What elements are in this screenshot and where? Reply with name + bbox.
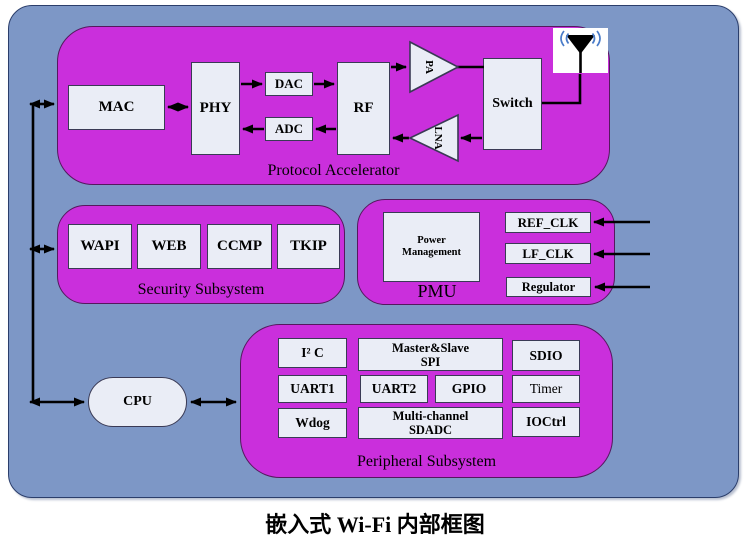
antenna-wave-right-outer xyxy=(596,30,601,47)
sdio-box: SDIO xyxy=(512,340,580,371)
antenna-wave-right-inner xyxy=(591,32,596,45)
sdadc-box: Multi-channel SDADC xyxy=(358,407,503,439)
timer-box: Timer xyxy=(512,375,580,403)
regulator-box: Regulator xyxy=(506,277,591,297)
ccmp-box: CCMP xyxy=(207,224,272,269)
ref-clk-box: REF_CLK xyxy=(505,212,591,233)
switch-box: Switch xyxy=(483,58,542,150)
gpio-box: GPIO xyxy=(435,375,503,403)
web-box: WEB xyxy=(137,224,201,269)
antenna-wave-left-outer xyxy=(560,30,565,47)
i2c-box: I² C xyxy=(278,338,347,368)
security-subsystem-label: Security Subsystem xyxy=(137,281,265,298)
spi-box: Master&Slave SPI xyxy=(358,338,503,371)
ioctrl-box: IOCtrl xyxy=(512,407,580,437)
uart2-box: UART2 xyxy=(360,375,428,403)
antenna-icon xyxy=(553,28,608,73)
peripheral-subsystem-label: Peripheral Subsystem xyxy=(356,453,497,470)
uart1-box: UART1 xyxy=(278,375,347,403)
antenna-triangle xyxy=(566,35,595,54)
phy-box: PHY xyxy=(191,62,240,155)
lf-clk-box: LF_CLK xyxy=(505,243,591,264)
pmu-label: PMU xyxy=(417,281,457,301)
figure-caption: 嵌入式 Wi-Fi 内部框图 xyxy=(265,512,485,537)
adc-box: ADC xyxy=(265,117,313,141)
mac-box: MAC xyxy=(68,85,165,130)
protocol-accelerator-label: Protocol Accelerator xyxy=(267,162,400,179)
antenna-wave-left-inner xyxy=(565,32,570,45)
wapi-box: WAPI xyxy=(68,224,132,269)
tkip-box: TKIP xyxy=(277,224,340,269)
cpu-node: CPU xyxy=(88,377,187,427)
power-management-box: Power Management xyxy=(383,212,480,282)
rf-box: RF xyxy=(337,62,390,155)
wdog-box: Wdog xyxy=(278,408,347,438)
dac-box: DAC xyxy=(265,72,313,96)
